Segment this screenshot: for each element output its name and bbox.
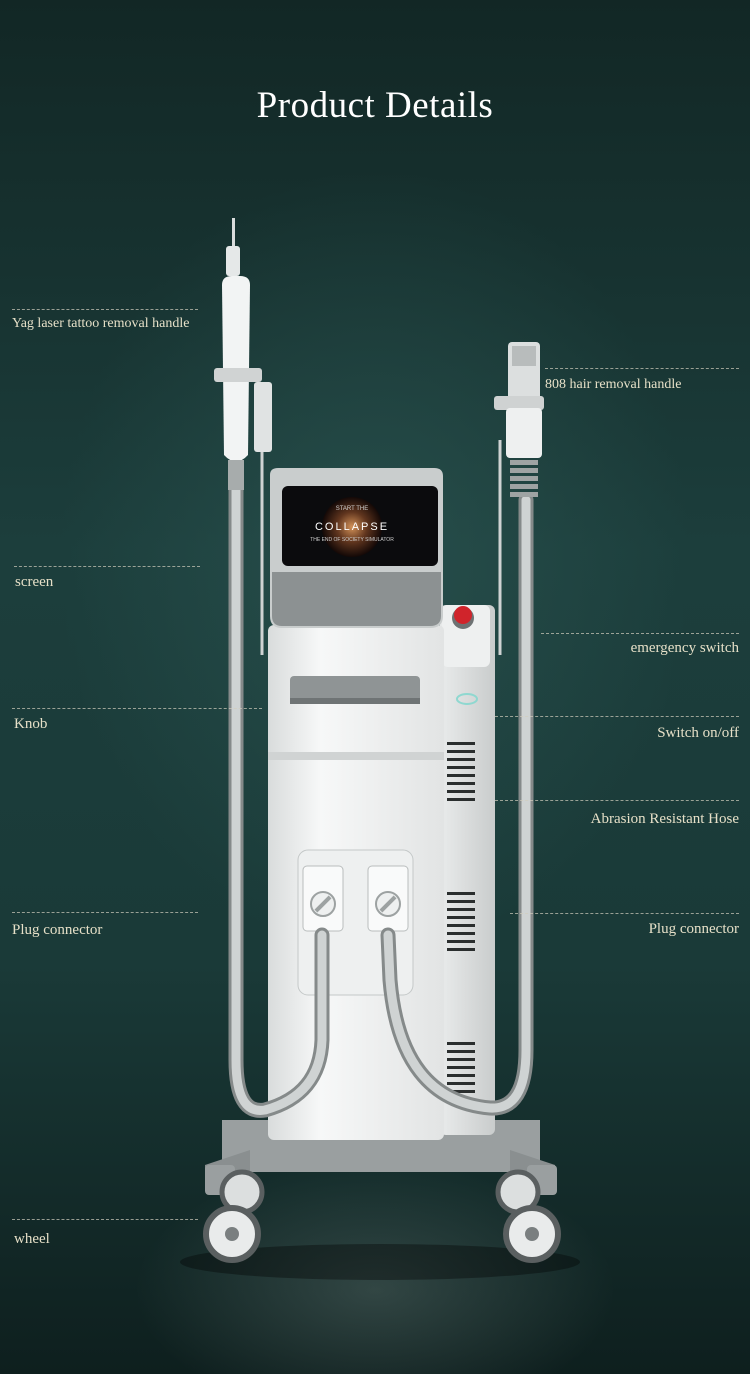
label-plug-connector-left: Plug connector	[12, 922, 103, 938]
leader-line	[12, 309, 198, 310]
abrasion-resistant-hose	[228, 482, 534, 1118]
label-hair-handle: 808 hair removal handle	[545, 377, 682, 392]
emergency-switch-icon	[452, 606, 474, 629]
label-switch-on-off: Switch on/off	[657, 725, 739, 741]
leader-line	[495, 716, 739, 717]
leader-line	[12, 912, 198, 913]
label-hose: Abrasion Resistant Hose	[590, 811, 739, 827]
screen-text-line2: COLLAPSE	[315, 521, 389, 533]
hair-removal-handle-icon	[494, 342, 544, 497]
leader-line	[12, 708, 262, 709]
yag-laser-handle-icon	[214, 218, 272, 490]
label-emergency-switch: emergency switch	[630, 640, 739, 656]
leader-line	[14, 566, 200, 567]
leader-line	[12, 1219, 198, 1220]
leader-line	[545, 368, 739, 369]
label-plug-connector-right: Plug connector	[648, 921, 739, 937]
leader-line	[495, 800, 739, 801]
wheel-icon	[203, 1169, 561, 1263]
label-knob: Knob	[14, 716, 48, 732]
page-title: Product Details	[256, 85, 494, 126]
label-yag-handle: Yag laser tattoo removal handle	[12, 316, 190, 331]
screen-text-line1: START THE	[336, 506, 369, 512]
plug-connector-icon	[302, 865, 409, 932]
leader-line	[541, 633, 739, 634]
screen-text-line3: THE END OF SOCIETY SIMULATOR	[310, 537, 394, 543]
label-screen: screen	[15, 574, 54, 590]
label-wheel: wheel	[14, 1231, 50, 1247]
leader-line	[510, 913, 739, 914]
